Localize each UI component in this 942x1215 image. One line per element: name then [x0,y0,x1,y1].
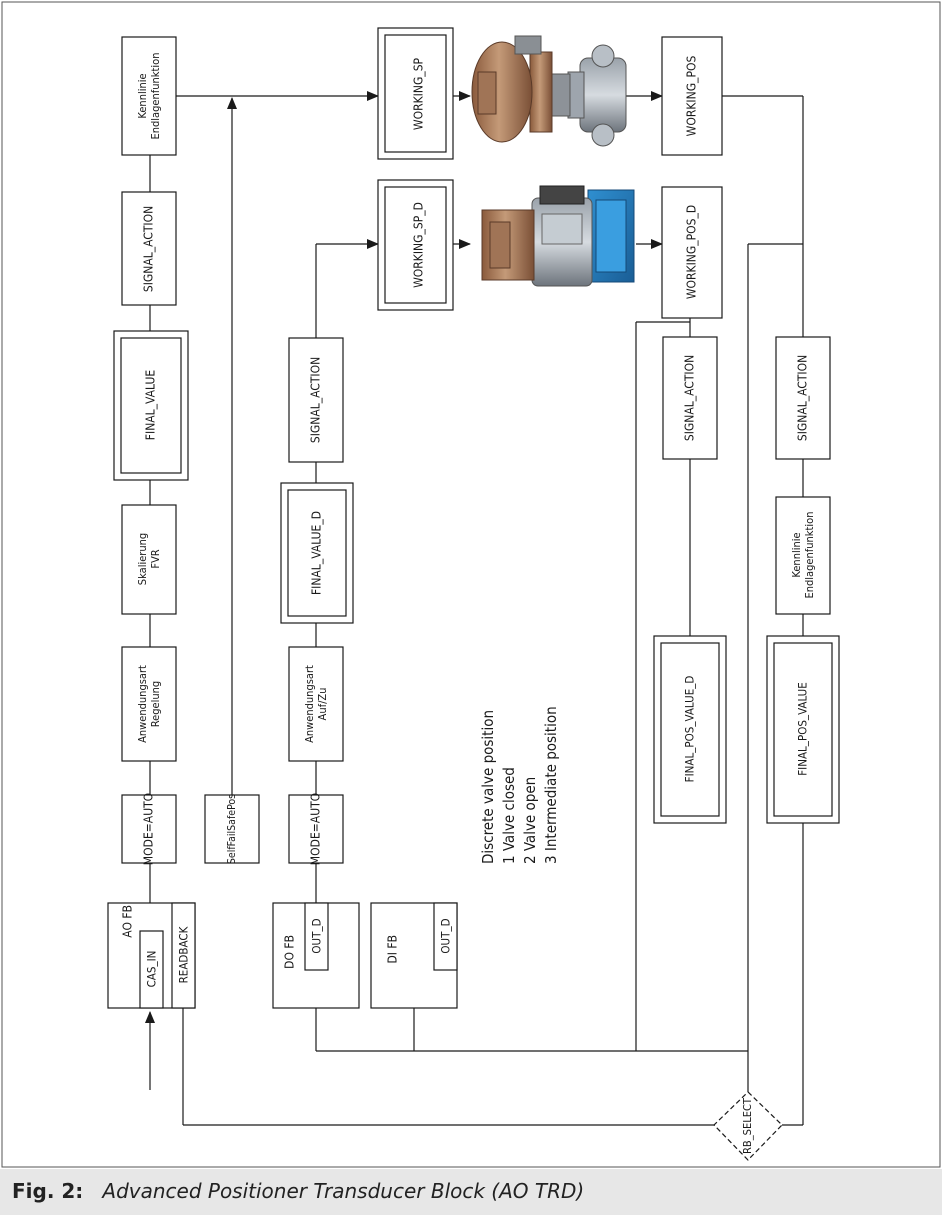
anwendung-regelung-line1: Anwendungsart [136,665,149,743]
do-fb-out-label: OUT_D [310,918,324,953]
kennlinie-bottom-line2: Endlagenfunktion [803,512,816,599]
globe-valve-image [471,35,627,147]
working-pos-d-label: WORKING_POS_D [685,205,699,299]
final-value-d-block [287,489,347,617]
signal-action-1-block [121,191,177,306]
final-pos-value-label: FINAL_POS_VALUE [796,682,810,776]
working-sp-block [384,34,447,153]
working-pos-label: WORKING_POS [685,56,699,137]
rb-select-label: RB_SELECT [741,1097,754,1154]
legend-item-2: 2 Valve open [521,777,539,864]
final-value-block [120,337,182,474]
di-fb-out-port [433,902,458,971]
anwendung-regelung-line2: Regelung [149,681,162,727]
selffailsafe-label: SelfFailSafePos [226,794,238,864]
ao-fb-cas-in-port [139,930,164,1009]
kennlinie-top-line2: Endlagenfunktion [149,53,162,140]
do-fb-title: DO FB [283,935,297,969]
rotary-actuator-image [481,185,635,287]
do-fb-out-port [304,902,329,971]
signal-action-4-label: SIGNAL_ACTION [796,355,810,441]
caption-title: Advanced Positioner Transducer Block (AO… [102,1179,585,1203]
working-pos-d-block [661,186,723,319]
legend-item-1: 1 Valve closed [500,767,518,864]
anwendung-aufzu-block [288,646,344,762]
final-pos-value-d-block [660,642,720,817]
final-value-d-label: FINAL_VALUE_D [310,511,324,595]
signal-action-1-label: SIGNAL_ACTION [142,206,156,292]
signal-action-2-label: SIGNAL_ACTION [309,357,323,443]
legend-item-3: 3 Intermediate position [542,706,560,864]
signal-action-2-block [288,337,344,463]
signal-action-4-block [775,336,831,460]
figure-caption: Fig. 2: Advanced Positioner Transducer B… [12,1179,584,1203]
kennlinie-top-line1: Kennlinie [136,73,149,118]
di-fb-title: DI FB [386,935,400,964]
rb-select-diamond [713,1091,783,1161]
anwendung-regelung-block [121,646,177,762]
working-pos-block [661,36,723,156]
transducer-block-diagram: Kennlinie Endlagenfunktion WORKING_SP WO… [1,1,941,1168]
mode-auto-2-label: MODE=AUTO [309,793,323,865]
connection-lines [145,91,804,1126]
mode-auto-1-label: MODE=AUTO [142,793,156,865]
figure-frame [1,1,941,1168]
working-sp-d-block [384,186,447,304]
final-pos-value-d-label: FINAL_POS_VALUE_D [683,676,697,783]
caption-label: Fig. 2: [12,1179,84,1203]
skalierung-line1: Skalierung [136,533,149,585]
selffailsafe-block [204,794,260,864]
legend: Discrete valve position 1 Valve closed 2… [479,706,560,864]
final-pos-value-block [773,642,833,817]
signal-action-3-label: SIGNAL_ACTION [683,355,697,441]
skalierung-block [121,504,177,615]
caption-bar: Fig. 2: Advanced Positioner Transducer B… [0,1169,942,1215]
final-value-label: FINAL_VALUE [144,370,158,441]
mode-auto-2-block [288,794,344,864]
skalierung-line2: FVR [149,549,162,568]
ao-fb-title: AO FB [121,905,135,938]
working-sp-label: WORKING_SP [412,57,426,130]
mode-auto-1-block [121,794,177,864]
signal-action-3-block [662,336,718,460]
anwendung-aufzu-line2: Auf/Zu [316,688,329,721]
working-sp-d-label: WORKING_SP_D [412,202,426,288]
kennlinie-top-block [121,36,177,156]
anwendung-aufzu-line1: Anwendungsart [303,665,316,743]
ao-fb-readback-label: READBACK [177,926,191,983]
legend-title: Discrete valve position [479,710,497,864]
ao-fb-readback-port [171,902,196,1009]
kennlinie-bottom-line1: Kennlinie [790,532,803,577]
di-fb-out-label: OUT_D [439,918,453,953]
kennlinie-bottom-block [775,496,831,615]
ao-fb-cas-in-label: CAS_IN [145,951,159,988]
